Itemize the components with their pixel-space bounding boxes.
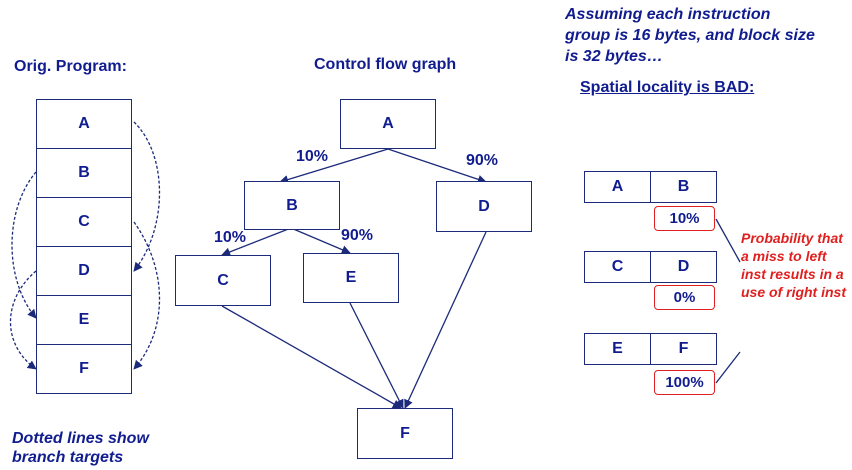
cfg-node-e: E — [303, 253, 399, 303]
edge-label-b-e: 90% — [341, 227, 374, 244]
cache-block-2-right: D — [650, 251, 717, 283]
program-block-f: F — [36, 344, 132, 394]
edge-label-a-b: 10% — [296, 148, 329, 165]
branch-arc-d-to-f — [9, 270, 37, 370]
program-block-e: E — [36, 295, 132, 345]
program-block-d: D — [36, 246, 132, 296]
footnote: Dotted lines show branch targets — [12, 430, 149, 466]
edge-label-b-c: 10% — [214, 229, 247, 246]
edge-label-a-d: 90% — [466, 152, 499, 169]
probability-label-2: 0% — [654, 285, 715, 310]
cfg-edge-b-e — [290, 227, 351, 254]
cfg-node-a: A — [340, 99, 436, 149]
orig-program-heading: Orig. Program: — [14, 58, 127, 75]
assumption-text: Assuming each instruction group is 16 by… — [565, 6, 815, 65]
cfg-node-b: B — [244, 181, 340, 230]
cfg-node-d: D — [436, 181, 532, 232]
cache-block-1-right: B — [650, 171, 717, 203]
note-connector-top — [715, 218, 741, 263]
cfg-heading: Control flow graph — [314, 56, 457, 73]
cfg-edge-a-d — [387, 148, 487, 184]
branch-arc-b-to-e — [11, 171, 37, 319]
cfg-node-f: F — [357, 408, 453, 459]
cfg-node-c: C — [175, 255, 271, 306]
program-block-b: B — [36, 148, 132, 198]
cache-block-3-right: F — [650, 333, 717, 365]
note-connector-bottom — [715, 351, 741, 384]
probability-label-1: 10% — [654, 206, 715, 231]
branch-arc-c-to-f — [133, 221, 161, 370]
cache-block-2-left: C — [584, 251, 651, 283]
probability-note: Probability that a miss to left inst res… — [741, 230, 846, 300]
cfg-edge-e-f — [349, 302, 404, 409]
cfg-edge-a-b — [279, 148, 389, 184]
cfg-edge-c-f — [221, 305, 402, 409]
cfg-edge-d-f — [404, 231, 487, 409]
spatial-locality-heading: Spatial locality is BAD: — [580, 79, 755, 96]
cache-block-1-left: A — [584, 171, 651, 203]
cache-block-3-left: E — [584, 333, 651, 365]
probability-label-3: 100% — [654, 370, 715, 395]
cfg-edge-b-c — [221, 227, 292, 257]
branch-arc-a-to-d — [133, 121, 161, 272]
